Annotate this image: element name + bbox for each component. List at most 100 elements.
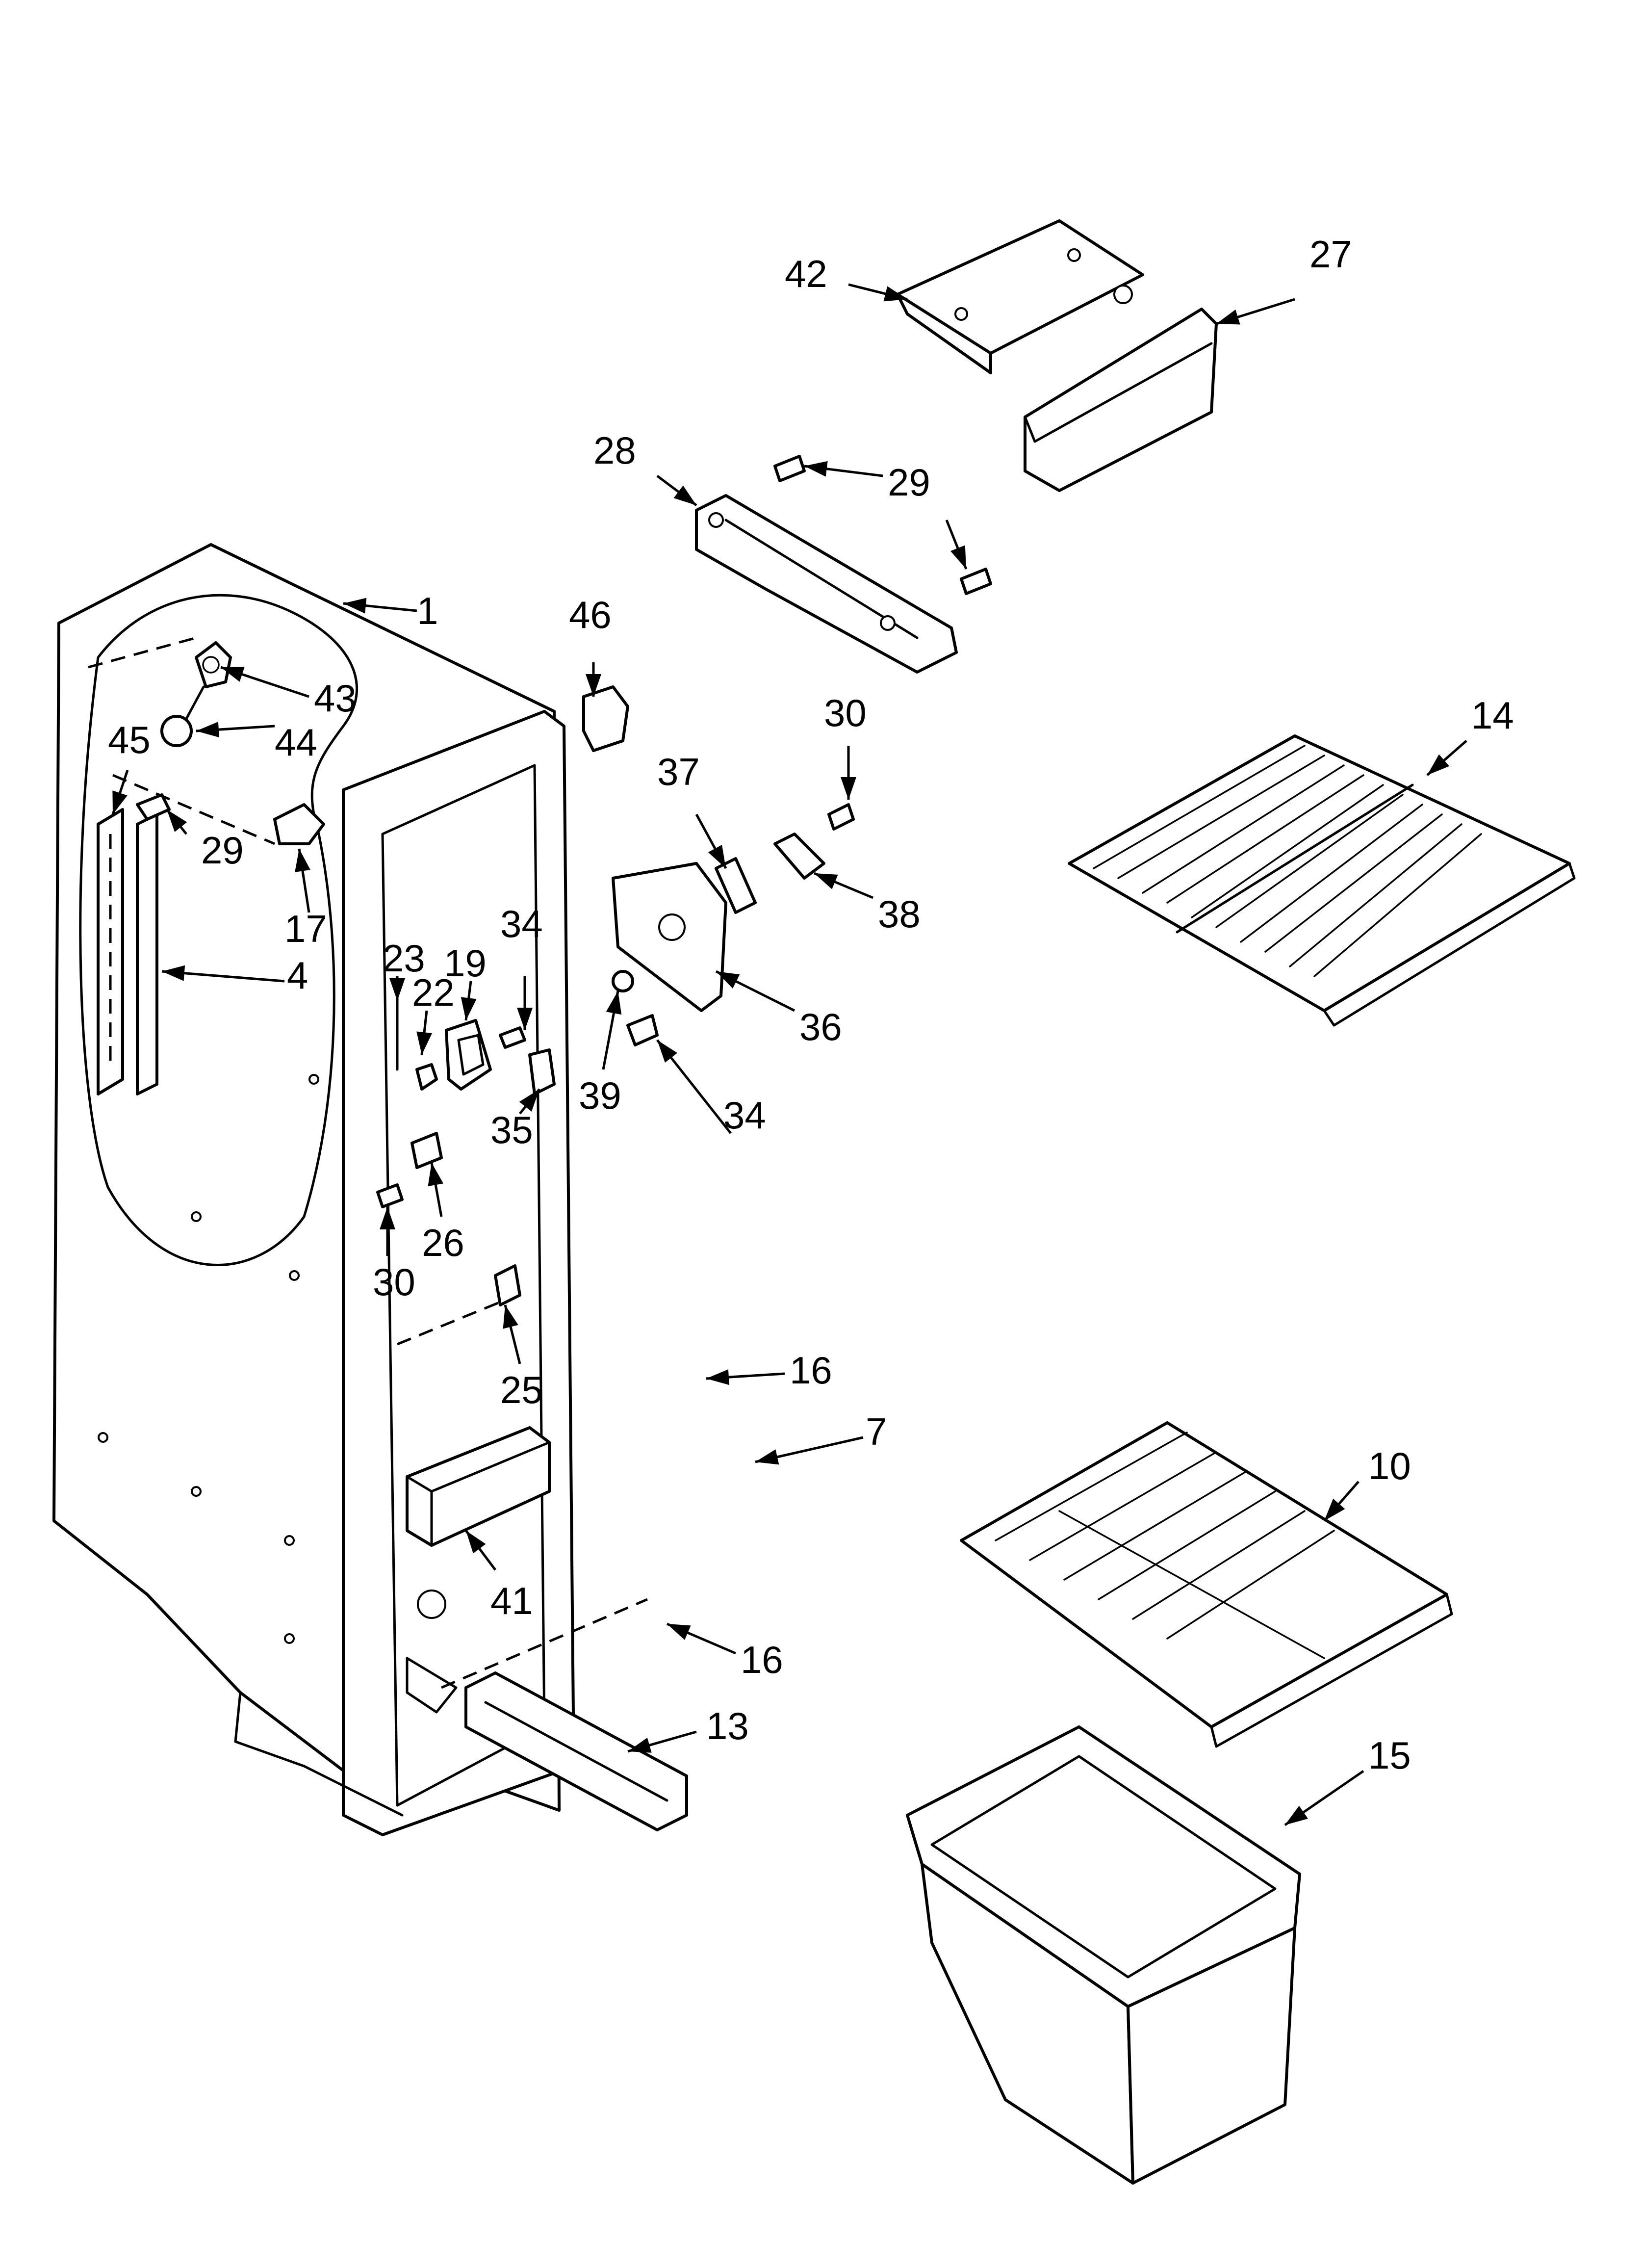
callout-13: 13 [706, 1704, 749, 1747]
rail-45 [97, 808, 124, 1095]
callout-15: 15 [1368, 1734, 1411, 1777]
light-bulb [160, 685, 205, 747]
housing-36 [612, 862, 727, 1012]
leader-arrowhead-28 [606, 991, 622, 1015]
leader-arrowhead-27 [814, 873, 838, 889]
leader-arrowhead-4 [628, 1737, 652, 1753]
leader-arrowhead-9 [295, 849, 310, 872]
callout-38: 38 [878, 892, 921, 936]
screw-30-right [827, 803, 855, 831]
leader-arrowhead-5 [1427, 754, 1450, 775]
callout-16-lower: 16 [741, 1638, 783, 1681]
leader-arrowhead-1 [162, 965, 185, 981]
callout-35: 35 [490, 1108, 533, 1151]
board-38 [773, 833, 825, 880]
leader-arrowhead-2 [755, 1449, 779, 1465]
cover-41 [406, 1426, 551, 1547]
bracket-37 [715, 857, 757, 914]
leader-arrowhead-12 [389, 978, 405, 1001]
leader-arrowhead-33 [112, 790, 128, 814]
leader-arrowhead-15 [1216, 310, 1240, 325]
callout-44: 44 [275, 721, 317, 764]
callout-1: 1 [417, 589, 438, 632]
board-26 [410, 1132, 443, 1169]
callout-22: 22 [412, 971, 455, 1014]
leader-arrowhead-34 [586, 674, 601, 697]
leader-arrowhead-26 [708, 844, 726, 868]
callout-19: 19 [444, 941, 487, 985]
screw-34-left [499, 1026, 526, 1049]
callout-34-right: 34 [723, 1094, 766, 1137]
callout-37: 37 [657, 750, 700, 793]
leader-arrowhead-14 [428, 1163, 443, 1187]
screw-29-lower [960, 568, 992, 595]
callout-30-left: 30 [373, 1260, 415, 1303]
leader-arrowhead-21 [380, 1207, 395, 1229]
leader-arrowhead-29 [466, 1531, 486, 1554]
callout-46: 46 [569, 593, 612, 636]
callout-29-left: 29 [201, 829, 244, 872]
callout-41: 41 [490, 1579, 533, 1622]
leader-arrowhead-13 [503, 1305, 518, 1329]
clip-17 [273, 803, 325, 845]
callout-36: 36 [799, 1005, 842, 1048]
leader-arrowhead-17 [804, 461, 828, 477]
leader-arrowhead-3 [1324, 1498, 1345, 1521]
callout-10: 10 [1368, 1444, 1411, 1487]
spring-22 [415, 1063, 438, 1091]
callout-42: 42 [785, 252, 827, 295]
screw-30-left [376, 1183, 404, 1208]
callout-7: 7 [866, 1410, 887, 1453]
bracket-35 [528, 1048, 556, 1095]
leader-arrowhead-11 [416, 1031, 432, 1055]
callout-25: 25 [500, 1368, 543, 1411]
leader-arrowhead-0 [343, 598, 367, 614]
leader-arrowhead-31 [221, 667, 245, 682]
leader-arrowhead-18 [950, 545, 966, 569]
callout-28: 28 [593, 429, 636, 472]
screw-29-left [136, 793, 171, 821]
callout-14: 14 [1471, 694, 1514, 737]
leader-arrowhead-19 [167, 809, 187, 832]
screw-29-upper [773, 455, 806, 482]
rail-4 [136, 813, 158, 1095]
hinge-cover-42 [896, 219, 1144, 374]
leader-arrowhead-30 [883, 286, 907, 302]
callout-27: 27 [1309, 233, 1352, 276]
leader-arrowhead-7 [706, 1369, 729, 1385]
knob-39 [612, 970, 634, 992]
callout-34-left: 34 [500, 902, 543, 945]
leader-arrowhead-16 [673, 485, 696, 505]
callout-labels: 1 4 7 10 13 14 15 16 16 17 19 22 23 25 2… [108, 233, 1514, 1777]
wire-shelf-14 [1068, 734, 1576, 1027]
screw-34-right [626, 1014, 659, 1046]
shelf-cover-27 [1024, 308, 1218, 492]
clip-46 [582, 685, 629, 752]
leader-arrowhead-22 [517, 1008, 533, 1030]
callout-30-right: 30 [824, 691, 867, 734]
switch-19 [445, 1019, 492, 1091]
switch-25 [494, 1264, 521, 1306]
leader-arrowhead-20 [841, 777, 856, 800]
callout-43: 43 [314, 677, 357, 720]
leader-arrowhead-32 [196, 722, 219, 738]
crisper-bin-15 [906, 1725, 1301, 2185]
callout-17: 17 [284, 907, 327, 950]
leader-arrowhead-6 [1285, 1805, 1308, 1825]
bracket-28 [695, 494, 958, 674]
leader-arrowhead-24 [519, 1089, 539, 1112]
callout-16-upper: 16 [790, 1349, 832, 1392]
callout-29-right: 29 [888, 461, 930, 504]
callout-23: 23 [383, 937, 425, 980]
callout-45: 45 [108, 718, 151, 761]
leader-arrowhead-23 [657, 1040, 678, 1063]
bracket-13 [464, 1671, 688, 1831]
callout-26: 26 [422, 1221, 464, 1264]
leader-arrowhead-25 [716, 971, 740, 989]
leader-arrowhead-8 [667, 1624, 691, 1640]
callout-39: 39 [579, 1074, 621, 1117]
leader-arrowhead-10 [461, 997, 477, 1020]
glass-shelf-10 [960, 1421, 1453, 1748]
callout-4: 4 [287, 954, 308, 997]
